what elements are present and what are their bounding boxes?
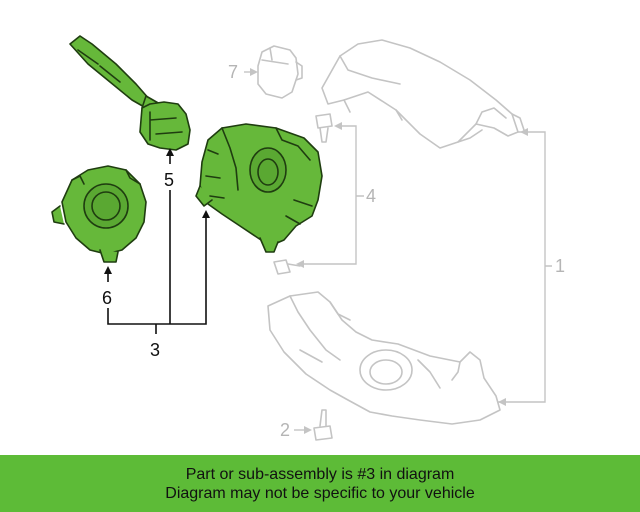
info-banner: Part or sub-assembly is #3 in diagram Di… <box>0 455 640 512</box>
combination-switch-housing <box>195 123 323 253</box>
callout-1: 1 <box>555 256 565 276</box>
part-7-bracket <box>257 45 303 99</box>
lower-column-shroud <box>267 291 501 425</box>
leader-line-4 <box>300 125 364 265</box>
callout-4: 4 <box>366 186 376 206</box>
callout-7: 7 <box>228 62 238 82</box>
callout-5: 5 <box>164 170 174 190</box>
banner-line-2: Diagram may not be specific to your vehi… <box>165 484 475 502</box>
callout-2: 2 <box>280 420 290 440</box>
upper-column-shroud <box>321 39 525 149</box>
part-6-clock-spring <box>51 165 147 263</box>
part-5-lever-switch <box>69 35 191 151</box>
part-2-screw <box>313 409 333 441</box>
part-4-bolt-lower <box>273 259 301 275</box>
callout-3: 3 <box>150 340 160 360</box>
part-4-bolt-upper <box>315 113 333 143</box>
callout-6: 6 <box>102 288 112 308</box>
leader-line-3 <box>107 190 207 334</box>
banner-line-1: Part or sub-assembly is #3 in diagram <box>185 465 455 483</box>
leader-line-1 <box>498 131 552 403</box>
